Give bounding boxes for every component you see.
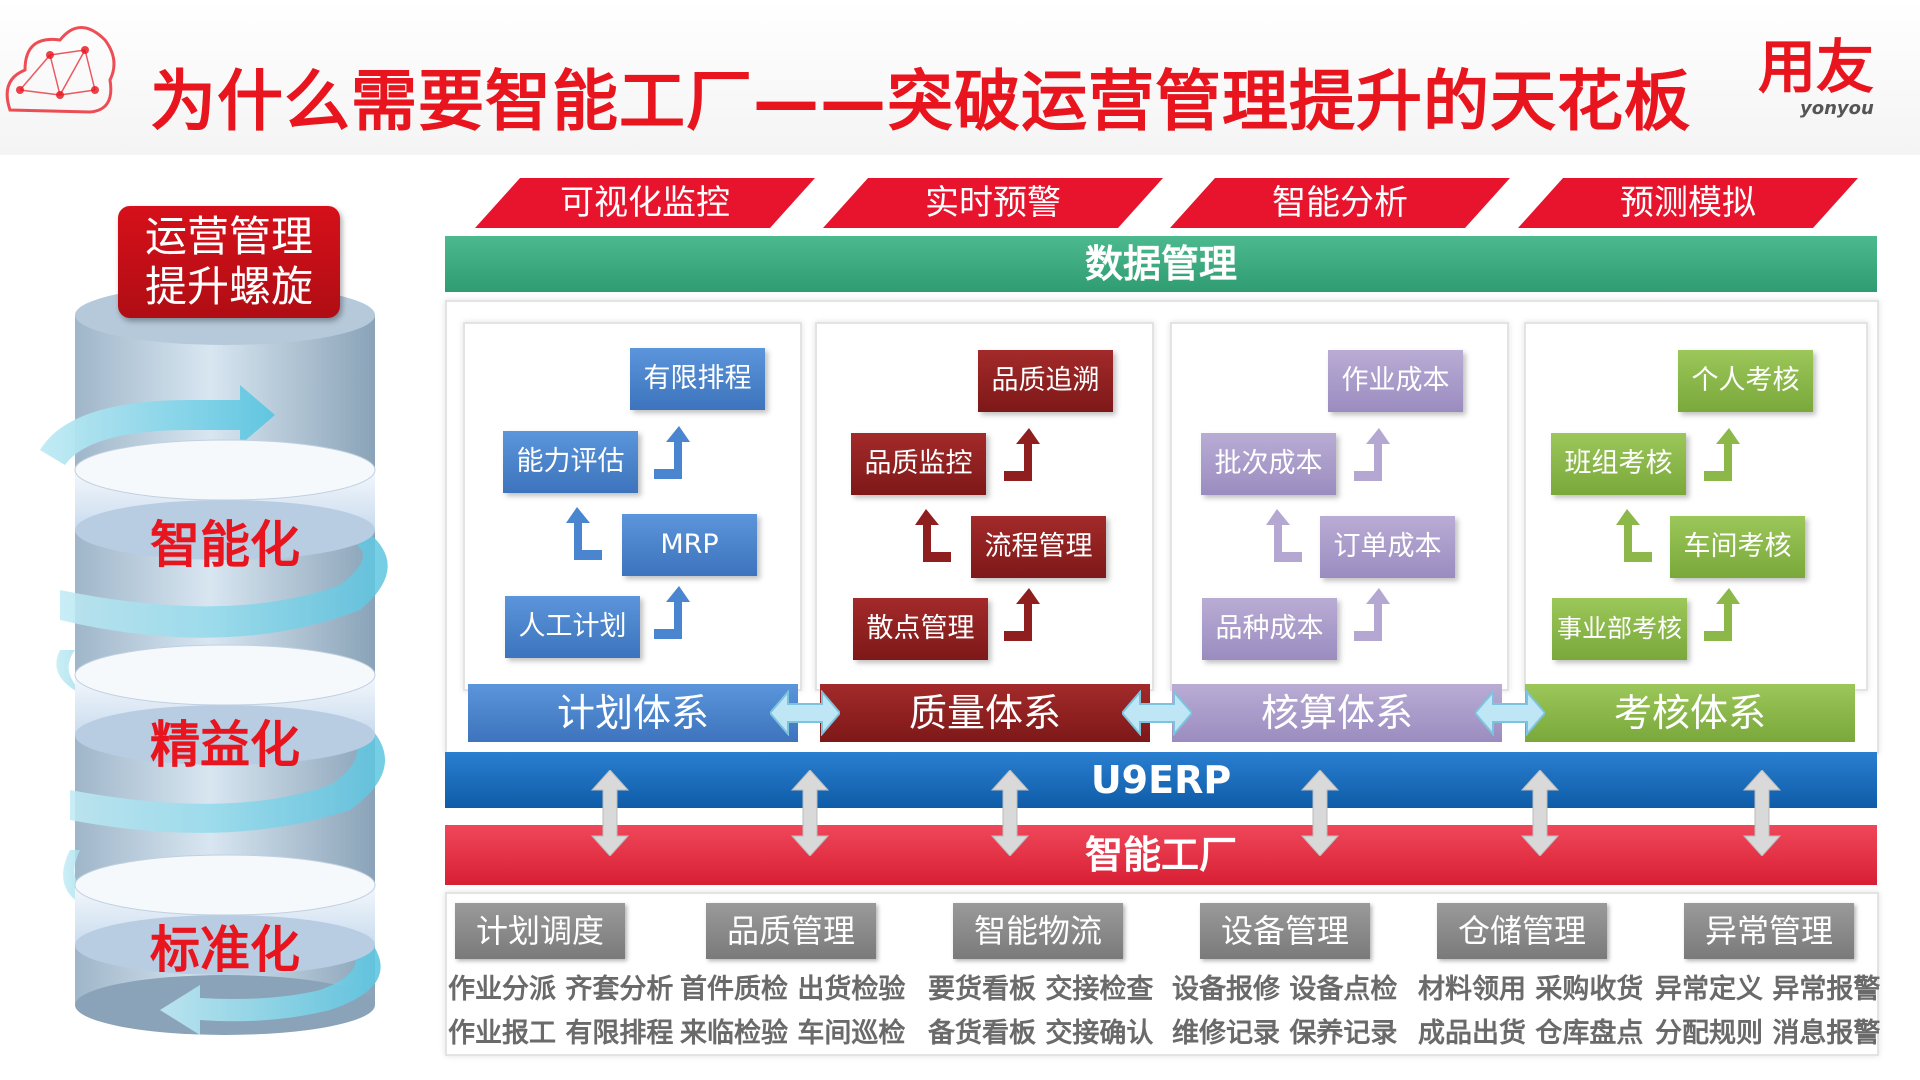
brand-logo: 用友 [1758, 33, 1875, 101]
item-activity-cost: 作业成本 [1328, 350, 1463, 412]
item-team-assess: 班组考核 [1551, 433, 1686, 495]
item-order-cost: 订单成本 [1320, 516, 1455, 578]
banner-smart-analysis: 智能分析 [1170, 178, 1510, 228]
spiral-badge-line2: 提升螺旋 [144, 262, 313, 311]
item-finite-scheduling: 有限排程 [630, 348, 765, 410]
item-quality-monitor: 品质监控 [851, 433, 986, 495]
banner-label: 实时预警 [925, 183, 1061, 223]
categories-panel [445, 892, 1879, 1056]
system-quality: 质量体系 [820, 684, 1150, 742]
level-intelligent: 智能化 [150, 516, 300, 574]
page-title: 为什么需要智能工厂——突破运营管理提升的天花板 [150, 63, 1691, 140]
system-planning: 计划体系 [468, 684, 798, 742]
category-title: 计划调度 [455, 903, 625, 959]
smart-factory-bar: 智能工厂 [445, 825, 1877, 885]
step-up-arrow-icon [1004, 588, 1040, 641]
spiral-diagram [40, 290, 388, 1035]
item-mrp: MRP [622, 514, 757, 576]
category-title: 仓储管理 [1437, 903, 1607, 959]
spiral-badge-line1: 运营管理 [144, 212, 313, 261]
banner-label: 预测模拟 [1620, 183, 1756, 223]
banner-realtime-alert: 实时预警 [823, 178, 1163, 228]
item-scatter-mgmt: 散点管理 [853, 598, 988, 660]
category-line2: 备货看板 交接确认 [928, 1018, 1154, 1049]
vertical-double-arrow-icon [1520, 770, 1560, 856]
category-line1: 作业分派 齐套分析 [448, 974, 674, 1005]
item-capacity-eval: 能力评估 [503, 431, 638, 493]
item-workshop-assess: 车间考核 [1670, 516, 1805, 578]
category-line1: 要货看板 交接检查 [928, 974, 1154, 1005]
step-up-arrow-icon [1704, 588, 1740, 641]
step-up-arrow-icon [1004, 428, 1040, 481]
banner-label: 智能分析 [1272, 183, 1408, 223]
item-personal-assess: 个人考核 [1678, 350, 1813, 412]
banner-visual-monitor: 可视化监控 [475, 178, 815, 228]
category-line1: 材料领用 采购收货 [1418, 974, 1644, 1005]
category-line2: 作业报工 有限排程 [448, 1018, 674, 1049]
brand-logo-sub: yonyou [1800, 98, 1874, 119]
step-up-arrow-icon [566, 507, 602, 560]
item-manual-plan: 人工计划 [505, 596, 640, 658]
system-assessment: 考核体系 [1525, 684, 1855, 742]
item-process-mgmt: 流程管理 [971, 516, 1106, 578]
category-line2: 维修记录 保养记录 [1172, 1018, 1398, 1049]
header-band [0, 0, 1920, 155]
category-line1: 首件质检 出货检验 [680, 974, 906, 1005]
step-up-arrow-icon [1266, 509, 1302, 562]
level-standard: 标准化 [150, 921, 300, 979]
category-title: 品质管理 [706, 903, 876, 959]
erp-bar: U9ERP [445, 752, 1877, 808]
spiral-badge: 运营管理 提升螺旋 [118, 206, 340, 318]
category-line2: 成品出货 仓库盘点 [1418, 1018, 1644, 1049]
system-accounting: 核算体系 [1172, 684, 1502, 742]
vertical-double-arrow-icon [1742, 770, 1782, 856]
item-batch-cost: 批次成本 [1201, 433, 1336, 495]
item-variety-cost: 品种成本 [1202, 598, 1337, 660]
double-arrow-icon [1122, 690, 1192, 736]
level-lean: 精益化 [150, 716, 300, 774]
category-title: 异常管理 [1684, 903, 1854, 959]
double-arrow-icon [770, 690, 840, 736]
data-management-bar: 数据管理 [445, 236, 1877, 292]
cloud-network-icon [5, 26, 116, 114]
step-up-arrow-icon [1616, 509, 1652, 562]
category-title: 设备管理 [1200, 903, 1370, 959]
step-up-arrow-icon [1354, 588, 1390, 641]
category-line2: 分配规则 消息报警 [1655, 1018, 1881, 1049]
item-quality-trace: 品质追溯 [978, 350, 1113, 412]
step-up-arrow-icon [654, 426, 690, 479]
step-up-arrow-icon [1704, 428, 1740, 481]
category-title: 智能物流 [953, 903, 1123, 959]
banner-forecast-sim: 预测模拟 [1518, 178, 1858, 228]
category-line1: 异常定义 异常报警 [1655, 974, 1881, 1005]
category-line2: 来临检验 车间巡检 [680, 1018, 906, 1049]
vertical-double-arrow-icon [790, 770, 830, 856]
vertical-double-arrow-icon [1300, 770, 1340, 856]
step-up-arrow-icon [1354, 428, 1390, 481]
step-up-arrow-icon [654, 586, 690, 639]
banner-label: 可视化监控 [560, 183, 730, 223]
vertical-double-arrow-icon [990, 770, 1030, 856]
item-division-assess: 事业部考核 [1552, 598, 1687, 660]
double-arrow-icon [1475, 690, 1545, 736]
vertical-double-arrow-icon [590, 770, 630, 856]
step-up-arrow-icon [915, 509, 951, 562]
category-line1: 设备报修 设备点检 [1172, 974, 1398, 1005]
